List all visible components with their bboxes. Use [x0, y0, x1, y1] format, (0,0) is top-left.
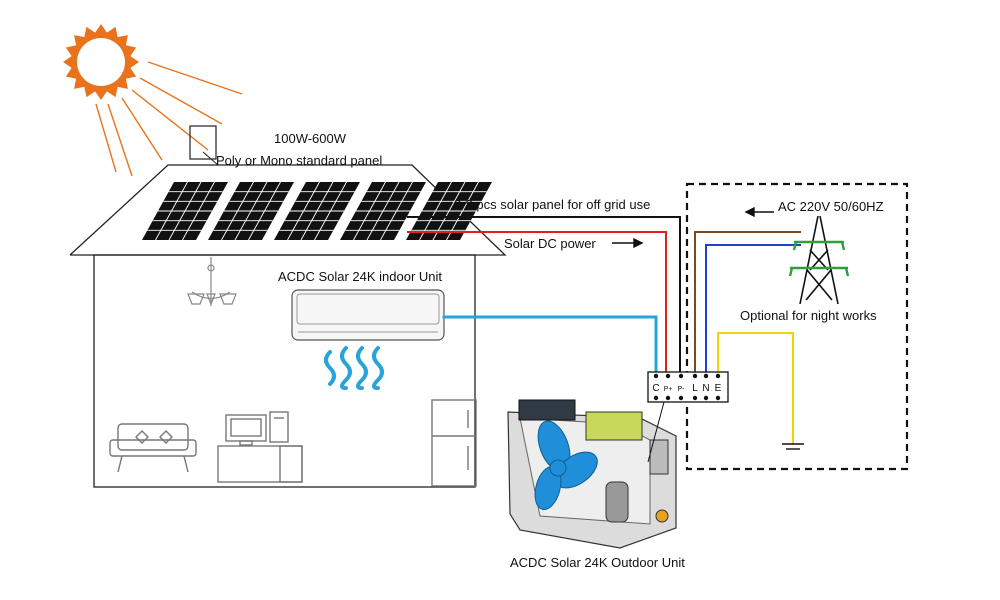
- ground-icon: [782, 443, 804, 450]
- panel-type-label: Poly or Mono standard panel: [216, 153, 382, 168]
- indoor-unit-label: ACDC Solar 24K indoor Unit: [278, 269, 442, 284]
- wiring: [407, 216, 801, 445]
- terminal-screw: [715, 373, 721, 379]
- computer-desk-icon: [217, 411, 303, 483]
- solar-panel: [406, 181, 492, 241]
- chandelier-icon: [187, 257, 237, 306]
- terminal-label: C: [652, 383, 659, 394]
- arrow-left-icon: [744, 206, 774, 218]
- terminal-screw: [703, 395, 709, 401]
- earth-wire: [717, 332, 794, 445]
- panel-power-label: 100W-600W: [274, 131, 347, 146]
- indoor-unit: [291, 289, 445, 341]
- solar-panel-array: [142, 181, 492, 241]
- house: [69, 164, 507, 488]
- terminal-label: E: [715, 383, 722, 394]
- arrow-right-icon: [612, 237, 644, 249]
- terminal-screw: [692, 373, 698, 379]
- terminal-screw: [665, 395, 671, 401]
- sun-icon: [63, 24, 243, 177]
- terminal-screw: [692, 395, 698, 401]
- grid-boundary: [685, 182, 909, 471]
- night-label: Optional for night works: [740, 308, 877, 323]
- solar-panel: [208, 181, 294, 241]
- outdoor-unit-label: ACDC Solar 24K Outdoor Unit: [510, 555, 685, 570]
- neutral-wire: [705, 244, 801, 373]
- terminal-screw: [665, 373, 671, 379]
- terminal-screw: [653, 395, 659, 401]
- fridge-icon: [431, 399, 477, 487]
- terminal-label: L: [692, 383, 698, 394]
- pylon-icon: [788, 215, 850, 305]
- dc-positive-wire: [407, 231, 667, 373]
- terminal-label: P+: [664, 386, 673, 393]
- terminal-label: P-: [678, 386, 686, 393]
- terminal-screw: [653, 373, 659, 379]
- solar-panel: [142, 181, 228, 241]
- solar-panel: [340, 181, 426, 241]
- terminal-screw: [678, 373, 684, 379]
- comm-wire: [442, 315, 658, 374]
- sofa-icon: [109, 423, 197, 473]
- panel-count-label: 3-8 pcs solar panel for off grid use: [454, 197, 650, 212]
- live-wire: [694, 231, 801, 373]
- dc-negative-wire: [407, 216, 681, 373]
- terminal-screw: [703, 373, 709, 379]
- panel-callout-box: [189, 125, 217, 160]
- dc-power-label: Solar DC power: [504, 236, 596, 251]
- solar-panel: [274, 181, 360, 241]
- terminal-screw: [678, 395, 684, 401]
- terminal-screw: [715, 395, 721, 401]
- airflow-icon: [324, 346, 384, 390]
- ac-grid-label: AC 220V 50/60HZ: [778, 199, 884, 214]
- terminal-label: N: [702, 383, 709, 394]
- outdoor-unit: [507, 399, 677, 549]
